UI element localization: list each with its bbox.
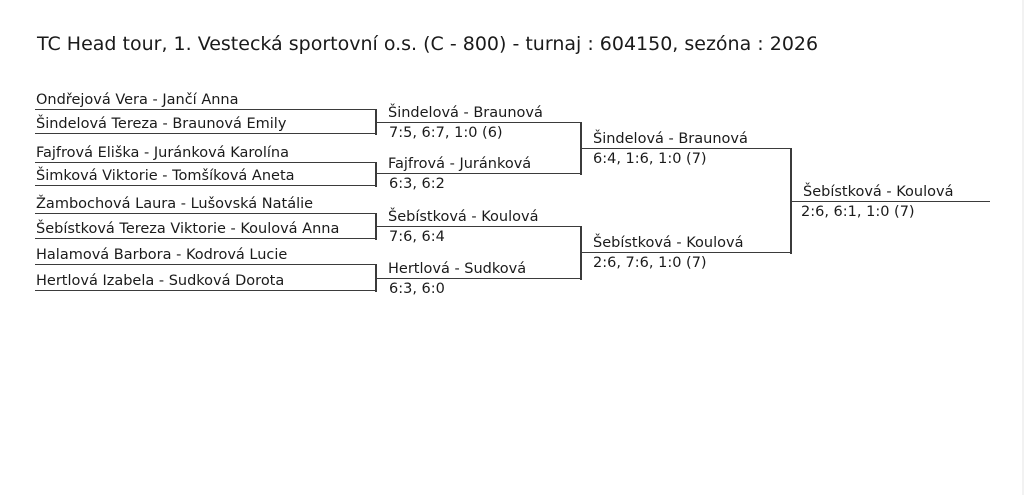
team-name: Fajfrová - Juránková [388,156,532,172]
champion-slot: Šebístková - Koulová [790,181,990,202]
team-name: Šindelová Tereza - Braunová Emily [36,116,287,132]
page-edge [1022,0,1024,495]
team-name: Hertlová Izabela - Sudková Dorota [36,273,285,289]
entrant-slot: Fajfrová Eliška - Juránková Karolína [35,142,375,163]
team-name: Hertlová - Sudková [388,261,527,277]
team-name: Fajfrová Eliška - Juránková Karolína [36,145,289,161]
team-name: Šebístková - Koulová [593,235,744,251]
match-score: 2:6, 6:1, 1:0 (7) [801,204,915,220]
team-name: Šebístková - Koulová [803,184,954,200]
match-score: 2:6, 7:6, 1:0 (7) [593,255,707,271]
entrant-slot: Šimková Viktorie - Tomšíková Aneta [35,165,375,186]
round2-winner-slot: Šebístková - Koulová [375,206,580,227]
team-name: Ondřejová Vera - Jančí Anna [36,92,239,108]
match-score: 6:4, 1:6, 1:0 (7) [593,151,707,167]
team-name: Halamová Barbora - Kodrová Lucie [36,247,288,263]
round2-winner-slot: Hertlová - Sudková [375,258,580,279]
team-name: Šebístková - Koulová [388,209,539,225]
team-name: Šebístková Tereza Viktorie - Koulová Ann… [36,221,340,237]
bracket-connector [375,162,377,187]
team-name: Šimková Viktorie - Tomšíková Aneta [36,168,295,184]
semifinal-winner-slot: Šindelová - Braunová [580,128,790,149]
entrant-slot: Halamová Barbora - Kodrová Lucie [35,244,375,265]
team-name: Žambochová Laura - Lušovská Natálie [36,196,314,212]
match-score: 7:6, 6:4 [389,229,445,245]
match-score: 6:3, 6:0 [389,281,445,297]
round2-winner-slot: Fajfrová - Juránková [375,153,580,174]
team-name: Šindelová - Braunová [593,131,748,147]
entrant-slot: Žambochová Laura - Lušovská Natálie [35,193,375,214]
match-score: 7:5, 6:7, 1:0 (6) [389,125,503,141]
round2-winner-slot: Šindelová - Braunová [375,102,580,123]
match-score: 6:3, 6:2 [389,176,445,192]
tournament-title: TC Head tour, 1. Vestecká sportovní o.s.… [37,33,819,55]
semifinal-winner-slot: Šebístková - Koulová [580,232,790,253]
entrant-slot: Hertlová Izabela - Sudková Dorota [35,270,375,291]
entrant-slot: Šindelová Tereza - Braunová Emily [35,113,375,134]
entrant-slot: Šebístková Tereza Viktorie - Koulová Ann… [35,218,375,239]
entrant-slot: Ondřejová Vera - Jančí Anna [35,89,375,110]
bracket-connector [580,226,582,280]
team-name: Šindelová - Braunová [388,105,543,121]
